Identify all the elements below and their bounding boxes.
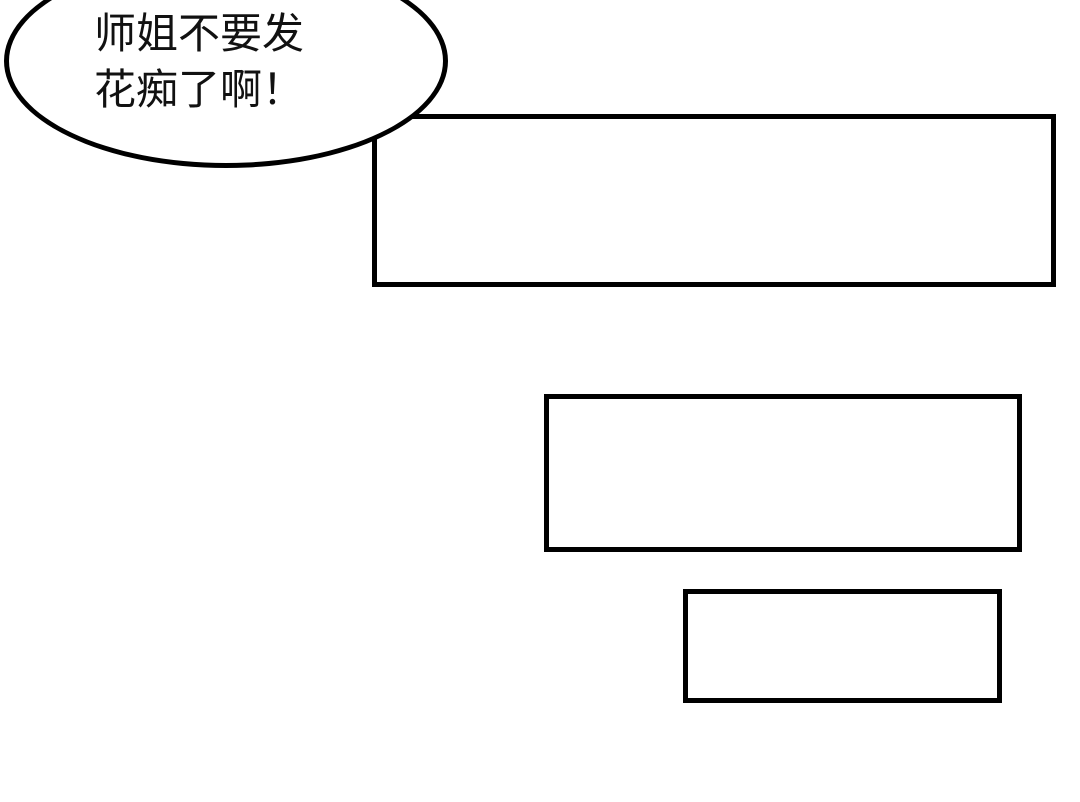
comic-panel-bottom (683, 589, 1002, 703)
comic-panel-top (372, 114, 1056, 287)
speech-line-1: 师姐不要发 (94, 9, 305, 58)
speech-line-2: 花痴了啊！ (94, 65, 305, 114)
speech-bubble-text: 师姐不要发 花痴了啊！ (94, 6, 304, 118)
speech-bubble (4, 0, 448, 168)
comic-panel-middle (544, 394, 1022, 552)
